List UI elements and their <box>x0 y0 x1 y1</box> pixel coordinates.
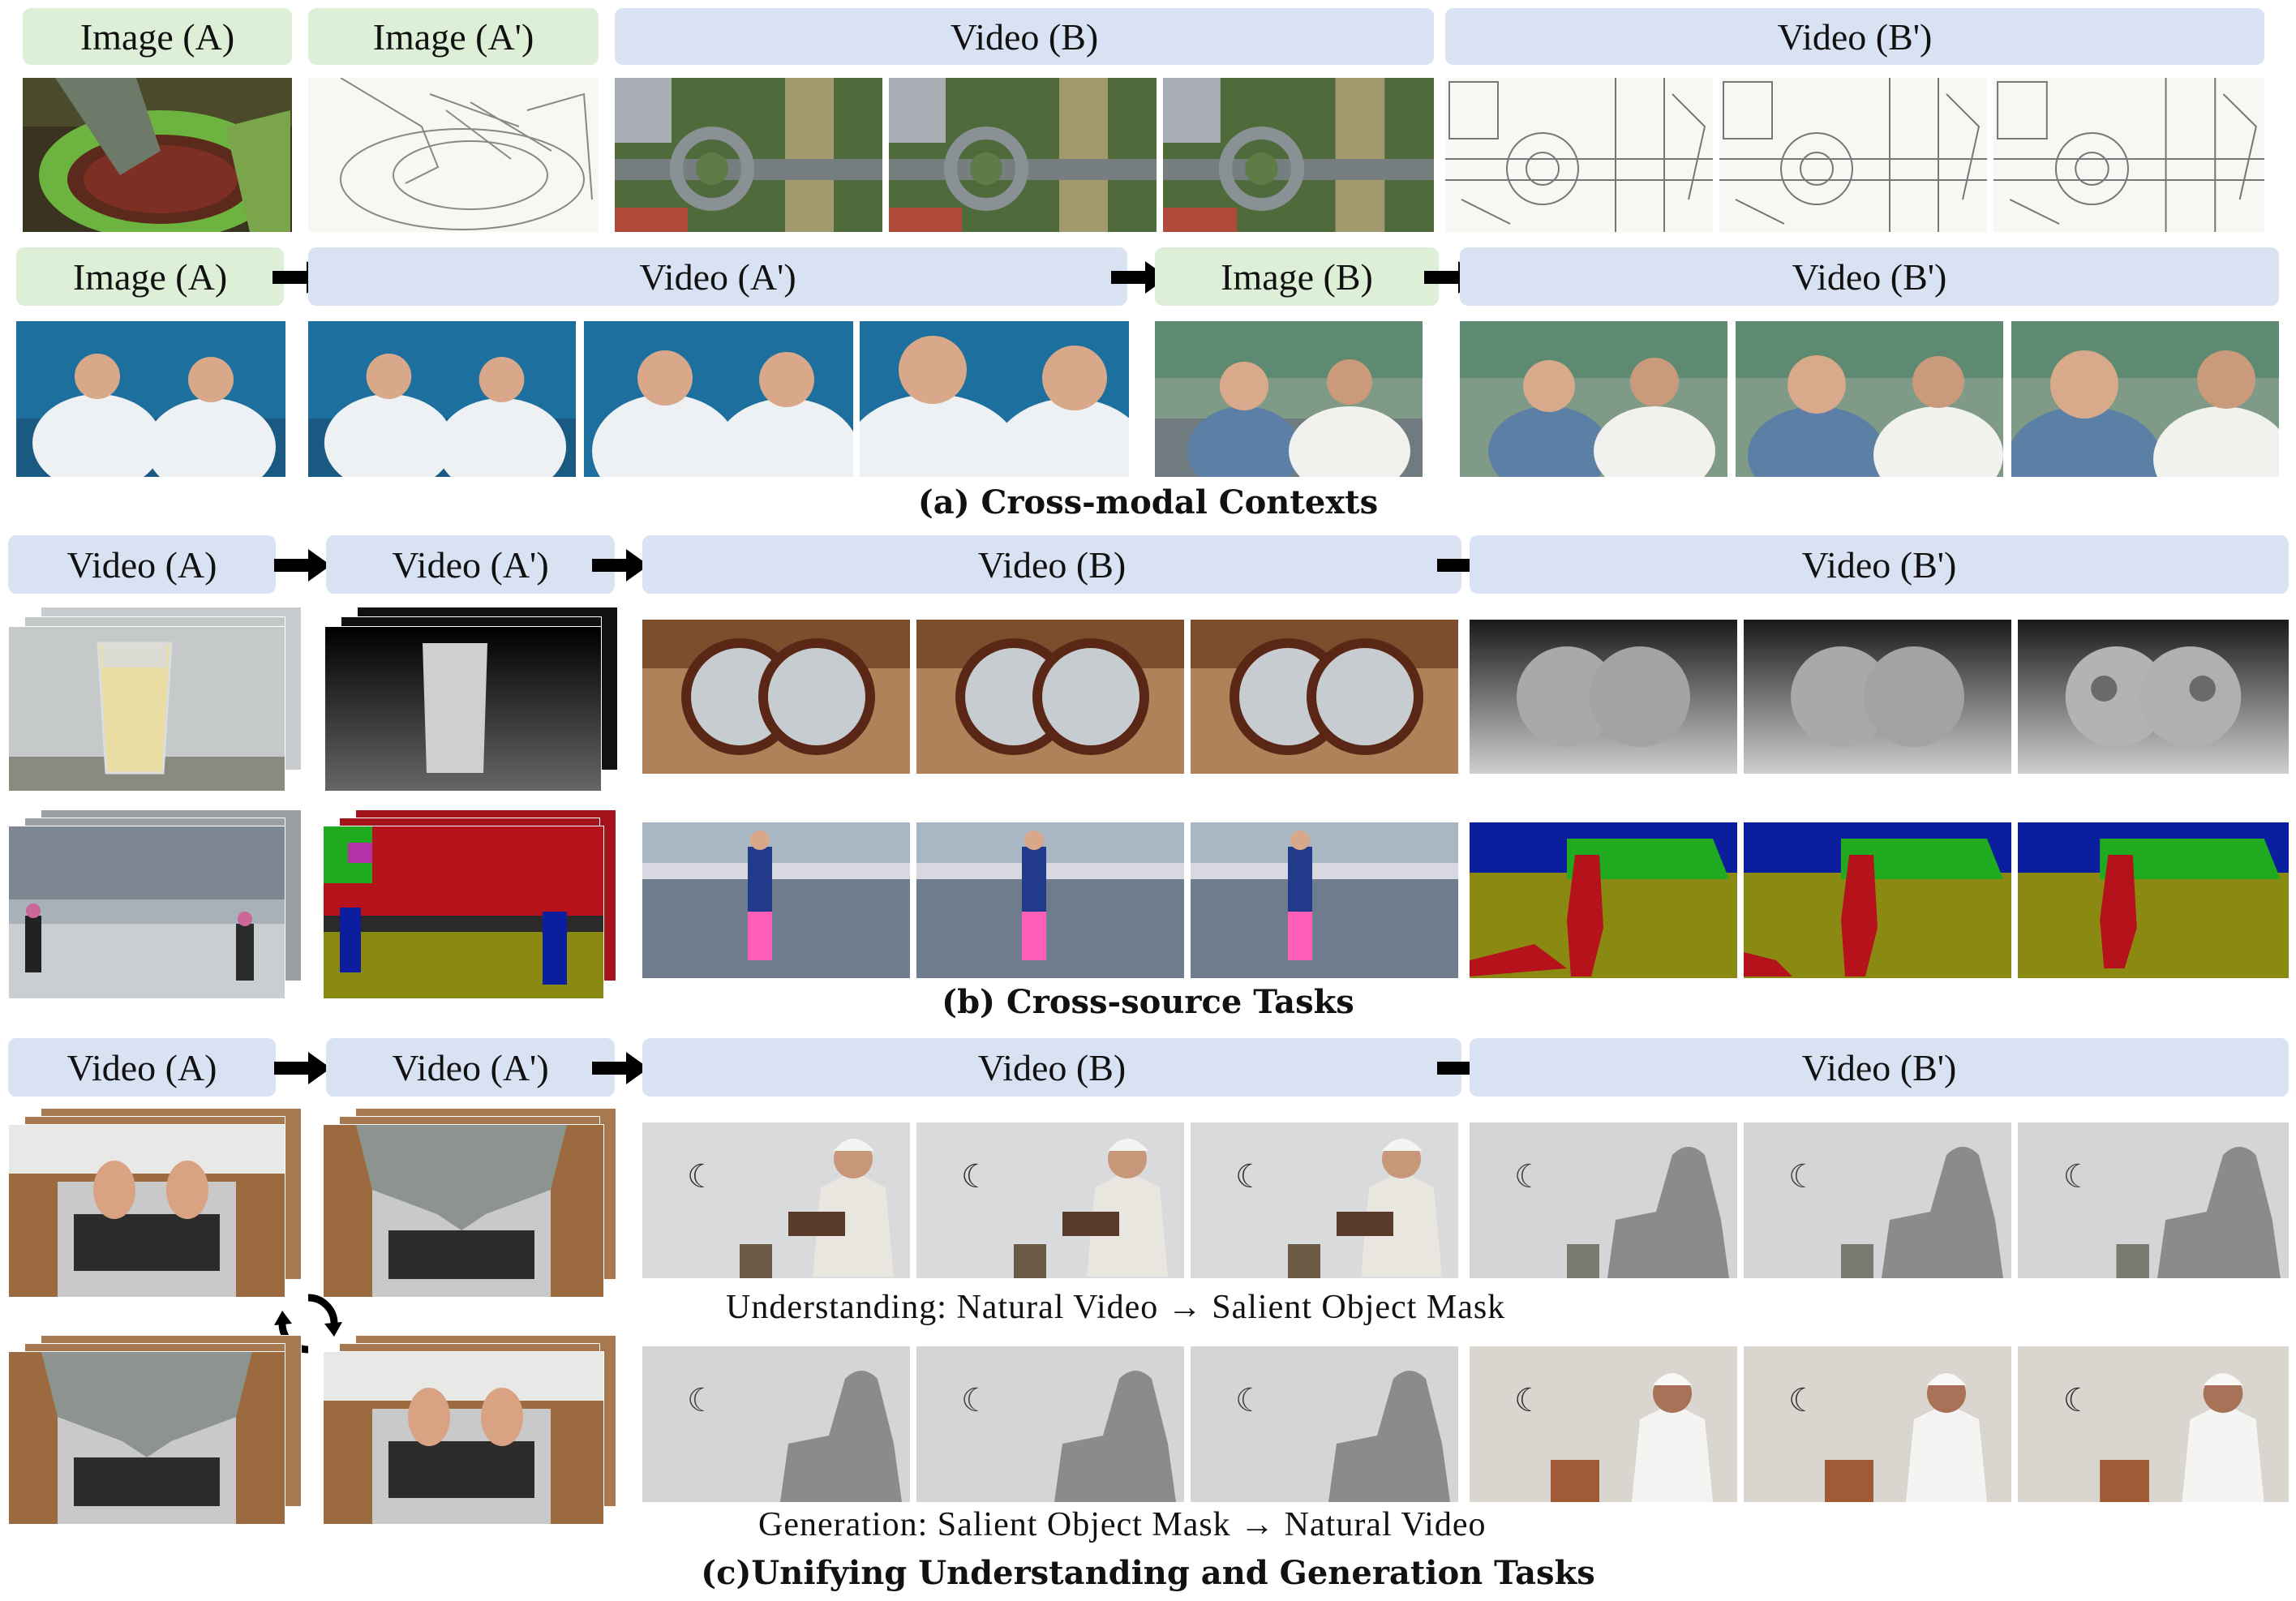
reader-mask-frame-3: ☾ <box>2018 1122 2289 1278</box>
men-phones-image <box>16 321 285 477</box>
couple-toast-frame-2 <box>1736 321 2003 477</box>
glass-video-stack <box>8 607 304 792</box>
runner-segmentation-frame-2 <box>1744 822 2011 978</box>
roundabout-sketch-1 <box>1445 78 1713 232</box>
couple-toast-frame-1 <box>1460 321 1727 477</box>
laptop-video-stack-2 <box>323 1335 623 1525</box>
roundabout-frame-3 <box>1163 78 1434 232</box>
men-phones-frame-3 <box>860 321 1129 477</box>
gen-mask-frame-1: ☾ <box>642 1346 910 1502</box>
svg-text:☾: ☾ <box>1788 1158 1817 1195</box>
right-arrow-icon <box>592 1052 649 1084</box>
header-image-a-row2: Image (A) <box>16 247 284 306</box>
lens-depth-frame-3 <box>2018 620 2289 774</box>
header-video-b: Video (B) <box>615 8 1434 65</box>
basket-photo <box>23 78 292 232</box>
reader-frame-3: ☾ <box>1191 1122 1458 1278</box>
caption-c: (c)Unifying Understanding and Generation… <box>701 1554 1595 1592</box>
svg-text:☾: ☾ <box>1514 1382 1543 1419</box>
header-video-b-prime: Video (B') <box>1470 535 2289 594</box>
runner-frame-3 <box>1191 822 1458 978</box>
svg-text:☾: ☾ <box>1514 1158 1543 1195</box>
men-phones-frame-2 <box>584 321 853 477</box>
gen-mask-frame-3: ☾ <box>1191 1346 1458 1502</box>
svg-text:☾: ☾ <box>1788 1382 1817 1419</box>
reader-mask-frame-1: ☾ <box>1470 1122 1737 1278</box>
reader-frame-1: ☾ <box>642 1122 910 1278</box>
svg-text:☾: ☾ <box>2063 1158 2092 1195</box>
basket-sketch <box>308 78 599 232</box>
header-video-b: Video (B) <box>642 535 1461 594</box>
runner-frame-2 <box>916 822 1184 978</box>
header-image-a: Image (A) <box>23 8 292 65</box>
roundabout-frame-2 <box>889 78 1157 232</box>
header-video-a-prime: Video (A') <box>326 1038 615 1097</box>
right-arrow-icon <box>1111 261 1168 294</box>
svg-text:☾: ☾ <box>687 1382 716 1419</box>
lens-frame-2 <box>916 620 1184 774</box>
svg-text:☾: ☾ <box>961 1158 990 1195</box>
header-image-a-prime: Image (A') <box>308 8 599 65</box>
reader-frame-2: ☾ <box>916 1122 1184 1278</box>
header-video-b-prime: Video (B') <box>1470 1038 2289 1097</box>
right-arrow-icon <box>592 549 649 582</box>
gen-reader-frame-1: ☾ <box>1470 1346 1737 1502</box>
reader-mask-frame-2: ☾ <box>1744 1122 2011 1278</box>
laptop-video-stack <box>8 1108 304 1298</box>
header-video-a-prime-row2: Video (A') <box>308 247 1127 306</box>
laptop-mask-stack <box>323 1108 623 1298</box>
svg-text:☾: ☾ <box>687 1158 716 1195</box>
header-video-b-prime-row2: Video (B') <box>1460 247 2279 306</box>
laptop-mask-stack-2 <box>8 1335 304 1525</box>
header-video-a-prime: Video (A') <box>326 535 615 594</box>
gen-mask-frame-2: ☾ <box>916 1346 1184 1502</box>
generation-label: Generation: Salient Object Mask → Natura… <box>758 1506 1487 1543</box>
caption-b: (b) Cross-source Tasks <box>942 983 1354 1021</box>
glass-depth-stack <box>324 607 621 792</box>
runner-frame-1 <box>642 822 910 978</box>
header-video-a: Video (A) <box>8 1038 276 1097</box>
right-arrow-icon <box>274 549 331 582</box>
lens-frame-3 <box>1191 620 1458 774</box>
header-video-b: Video (B) <box>642 1038 1461 1097</box>
men-phones-frame-1 <box>308 321 576 477</box>
caption-a: (a) Cross-modal Contexts <box>917 483 1379 522</box>
svg-text:☾: ☾ <box>1235 1382 1264 1419</box>
svg-text:☾: ☾ <box>961 1382 990 1419</box>
roundabout-frame-1 <box>615 78 882 232</box>
lens-frame-1 <box>642 620 910 774</box>
gen-reader-frame-3: ☾ <box>2018 1346 2289 1502</box>
header-image-b-row2: Image (B) <box>1155 247 1439 306</box>
skater-segmentation-stack <box>323 809 623 999</box>
header-video-a: Video (A) <box>8 535 276 594</box>
runner-segmentation-frame-1 <box>1470 822 1737 978</box>
gen-reader-frame-2: ☾ <box>1744 1346 2011 1502</box>
lens-depth-frame-2 <box>1744 620 2011 774</box>
couple-toast-frame-3 <box>2011 321 2279 477</box>
roundabout-sketch-2 <box>1719 78 1987 232</box>
lens-depth-frame-1 <box>1470 620 1737 774</box>
skater-video-stack <box>8 809 304 999</box>
svg-text:☾: ☾ <box>1235 1158 1264 1195</box>
roundabout-sketch-3 <box>1993 78 2264 232</box>
couple-toast-image <box>1155 321 1423 477</box>
header-video-b-prime: Video (B') <box>1445 8 2264 65</box>
right-arrow-icon <box>274 1052 331 1084</box>
runner-segmentation-frame-3 <box>2018 822 2289 978</box>
understanding-label: Understanding: Natural Video → Salient O… <box>726 1289 1506 1326</box>
svg-text:☾: ☾ <box>2063 1382 2092 1419</box>
